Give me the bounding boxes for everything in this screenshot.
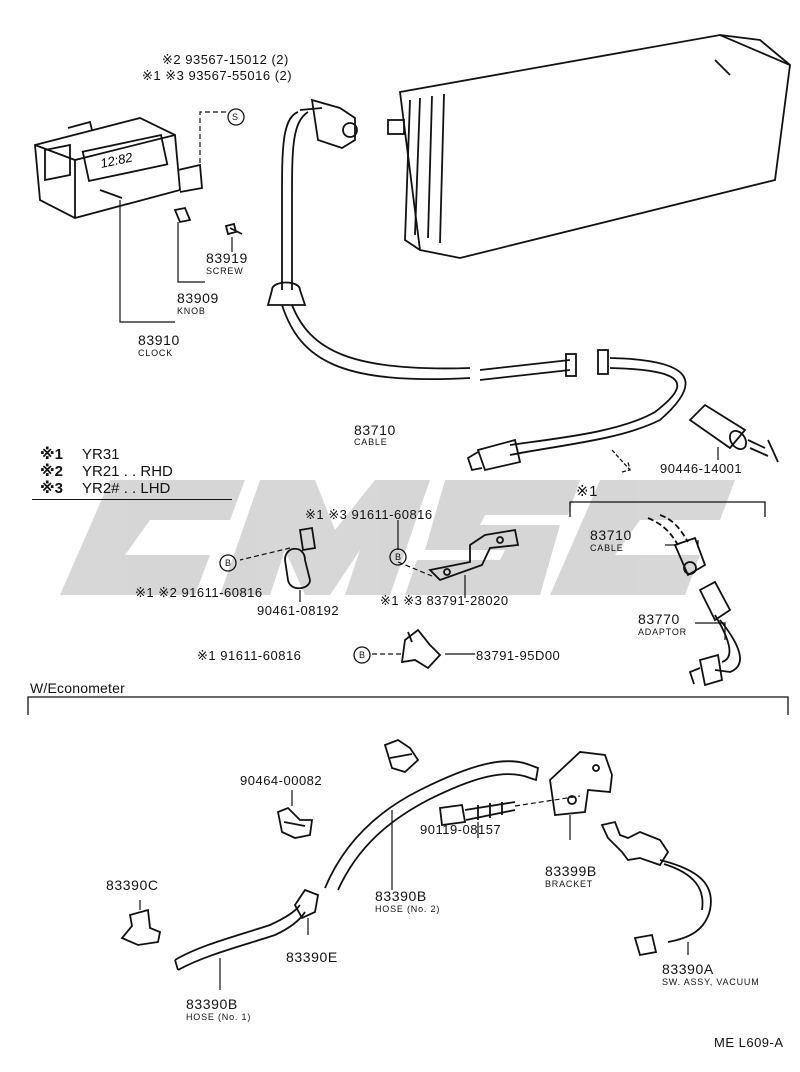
part-83770-name: ADAPTOR: [638, 627, 687, 637]
econometer-section-title: W/Econometer: [30, 680, 125, 696]
legend-mark: ※3: [40, 480, 63, 497]
clamp-95d00: [372, 628, 475, 670]
part-83910-label: 83910: [138, 332, 180, 348]
part-83390b-2-label: 83390B: [375, 888, 427, 904]
connector-83390e: [293, 888, 320, 935]
variant-1-bracket: [569, 501, 766, 517]
part-83399b-label: 83399B: [545, 863, 597, 879]
part-83390a-name: SW. ASSY, VACUUM: [662, 977, 760, 987]
clamp-95d00-label: 83791-95D00: [476, 648, 561, 663]
clock-display-text: 12:82: [99, 149, 135, 171]
econometer-section-frame: [27, 696, 789, 715]
part-90446-label: 90446-14001: [660, 461, 743, 476]
legend-text: YR2# . . LHD: [82, 480, 171, 497]
part-83710-label: 83710: [354, 422, 396, 438]
cable-pointer-arrow: [611, 449, 631, 473]
part-83390a-label: 83390A: [662, 961, 714, 977]
legend-underline: [32, 499, 232, 500]
hose-no-1: [174, 904, 306, 990]
part-83399b-name: BRACKET: [545, 879, 594, 889]
variant-83710-label: 83710: [590, 527, 632, 543]
b-marker-2: B: [395, 552, 402, 562]
part-83390e-label: 83390E: [286, 949, 338, 965]
legend-mark: ※1: [40, 446, 63, 463]
bolt-12-left-label: ※1 ※2 91611-60816: [135, 585, 263, 600]
bolt-90446: [688, 403, 779, 463]
diagram-id: ME L609-A: [714, 1035, 784, 1050]
part-83390c-label: 83390C: [106, 877, 159, 893]
part-83390b-2-name: HOSE (No. 2): [375, 904, 441, 914]
legend-mark: ※2: [40, 463, 63, 480]
part-83390b-1-label: 83390B: [186, 996, 238, 1012]
bolt-90119: [439, 795, 581, 838]
model-legend: ※1 YR31 ※2 YR21 . . RHD ※3 YR2# . . LHD: [32, 447, 232, 500]
clamp-90461: [239, 526, 317, 602]
legend-row: ※3 YR2# . . LHD: [40, 481, 173, 498]
variant-83710-name: CABLE: [590, 543, 624, 553]
part-83390b-1-name: HOSE (No. 1): [186, 1012, 252, 1022]
legend-text: YR21 . . RHD: [82, 463, 173, 480]
valve-83390c: [120, 900, 162, 946]
legend-text: YR31: [82, 446, 120, 463]
variant-1-cable-adaptor: [647, 514, 741, 687]
instrument-cluster: [387, 34, 791, 259]
econometer-clip-top: [383, 738, 420, 774]
part-83710-name: CABLE: [354, 437, 388, 447]
s-marker-circle: [227, 108, 245, 126]
clip-90464: [276, 790, 314, 839]
b-marker-1: B: [225, 558, 232, 568]
bracket-28020-label: ※1 ※3 83791-28020: [380, 593, 509, 608]
part-83909-name: KNOB: [177, 306, 206, 316]
part-90464-label: 90464-00082: [240, 773, 323, 788]
hose-no-2: [324, 760, 540, 891]
speedometer-cable: [266, 98, 687, 472]
legend-row: ※1 YR31: [40, 447, 173, 464]
part-83919-label: 83919: [206, 250, 248, 266]
clock-leader-lines: [119, 111, 233, 323]
b-marker-circles: [219, 548, 407, 664]
b-marker-3: B: [359, 650, 366, 660]
bracket-28020: [397, 520, 520, 598]
variant-1-mark: ※1: [576, 483, 598, 500]
part-83770-label: 83770: [638, 611, 680, 627]
clamp-90461-label: 90461-08192: [257, 603, 340, 618]
bracket-83399b: [549, 751, 613, 840]
part-90119-label: 90119-08157: [420, 822, 502, 837]
bolt-1-label: ※1 91611-60816: [197, 648, 302, 663]
clock-screw-note-13: ※1 ※3 93567-55016 (2): [142, 68, 293, 83]
s-marker-label: S: [232, 112, 239, 122]
clock-screw-note-2: ※2 93567-15012 (2): [162, 52, 289, 67]
bolt-13-top-label: ※1 ※3 91611-60816: [305, 507, 433, 522]
part-83910-name: CLOCK: [138, 348, 174, 358]
legend-row: ※2 YR21 . . RHD: [40, 464, 173, 481]
part-83919-name: SCREW: [206, 266, 244, 276]
part-83909-label: 83909: [177, 290, 219, 306]
vacuum-switch: [600, 820, 712, 957]
clock-assembly: [34, 117, 243, 236]
